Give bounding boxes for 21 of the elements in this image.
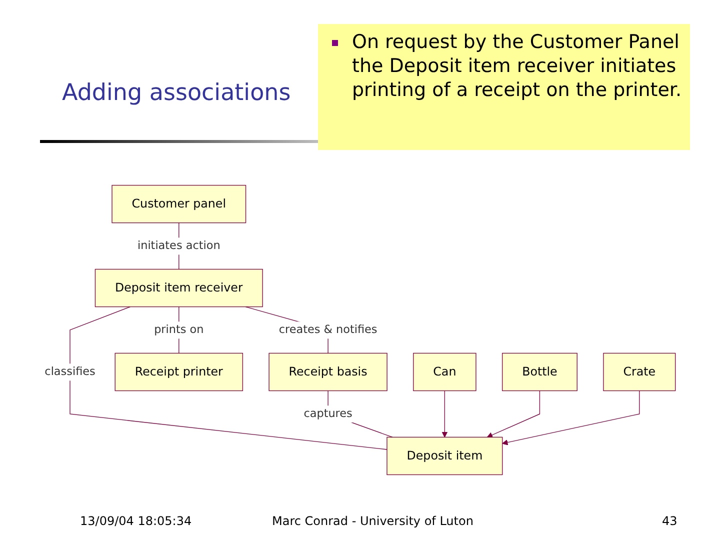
footer-author: Marc Conrad - University of Luton [272, 514, 474, 528]
arrow [442, 390, 448, 438]
arrow [486, 390, 540, 438]
node-box: Can [413, 352, 476, 392]
slide-title: Adding associations [62, 80, 291, 106]
page-number: 43 [662, 514, 678, 528]
edge-label: captures [304, 406, 352, 420]
node-box: Deposit item receiver [94, 268, 263, 308]
node-box: Crate [603, 352, 676, 392]
node-box: Receipt printer [114, 352, 244, 392]
edge-label: initiates action [137, 238, 220, 252]
node-box: Deposit item [386, 436, 503, 476]
footer-date: 13/09/04 18:05:34 [80, 514, 192, 528]
note-text: On request by the Customer Panel the Deposit item receiver initiates printing of a receipt on the printer. [352, 30, 682, 102]
node-box: Customer panel [112, 184, 246, 224]
edge-label: prints on [154, 322, 204, 336]
node-box: Receipt basis [268, 352, 388, 392]
node-box: Bottle [502, 352, 578, 392]
arrow [502, 390, 640, 446]
edge-label: creates & notifies [278, 322, 378, 336]
edge-label: classifies [44, 364, 96, 378]
